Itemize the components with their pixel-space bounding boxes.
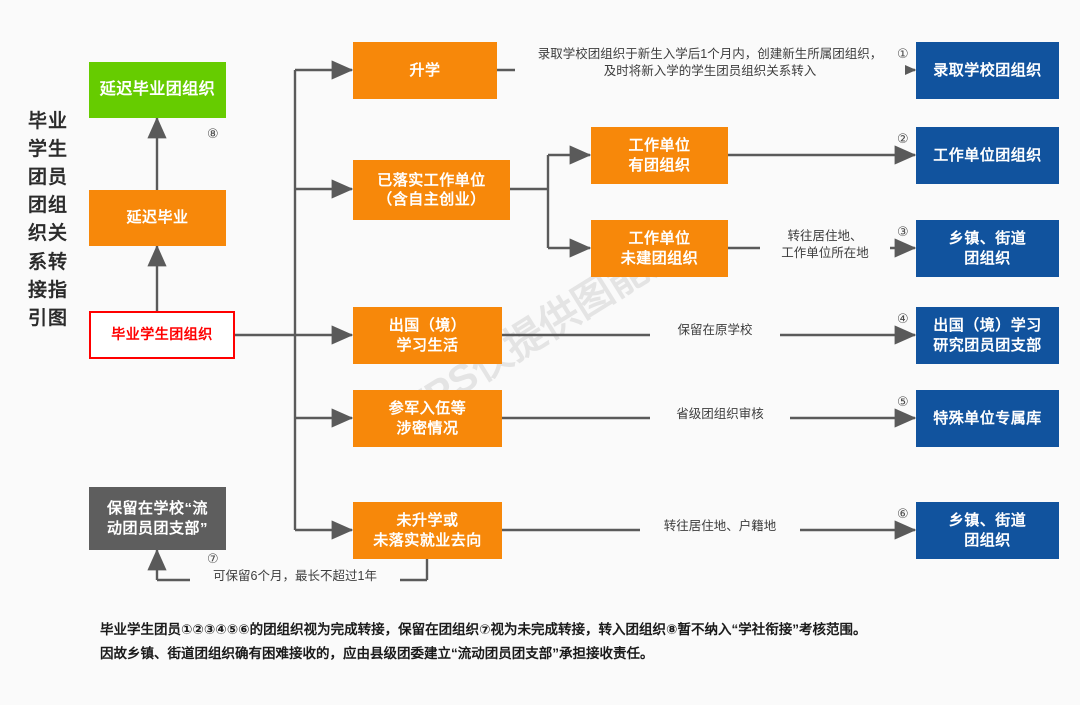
dest-work-unit-org[interactable]: 工作单位团组织 <box>916 127 1059 184</box>
node-employed-unit[interactable]: 已落实工作单位 （含自主创业） <box>353 160 510 220</box>
dest-admitting-school-org[interactable]: 录取学校团组织 <box>916 42 1059 99</box>
marker-2-icon: ② <box>897 131 909 146</box>
page-title: 毕业学生团员团组织关系转接指引图 <box>27 111 68 329</box>
node-unit-has-org[interactable]: 工作单位 有团组织 <box>591 127 728 184</box>
marker-6-icon: ⑥ <box>897 506 909 521</box>
marker-7-icon: ⑦ <box>207 551 219 566</box>
dest-township-street-org-1[interactable]: 乡镇、街道 团组织 <box>916 220 1059 277</box>
edge-label-provincial-review: 省级团组织审核 <box>650 406 790 423</box>
marker-3-icon: ③ <box>897 224 909 239</box>
dest-special-unit-pool[interactable]: 特殊单位专属库 <box>916 390 1059 447</box>
footer-note: 毕业学生团员①②③④⑤⑥的团组织视为完成转接，保留在团组织⑦视为未完成转接，转入… <box>100 622 867 661</box>
node-graduating-student-org[interactable]: 毕业学生团组织 <box>89 311 235 359</box>
dest-township-street-org-2[interactable]: 乡镇、街道 团组织 <box>916 502 1059 559</box>
marker-4-icon: ④ <box>897 311 909 326</box>
edge-label-to-township-2: 转往居住地、户籍地 <box>640 518 800 535</box>
node-study-abroad[interactable]: 出国（境） 学习生活 <box>353 307 502 364</box>
edge-label-retention-duration: 可保留6个月，最长不超过1年 <box>190 568 400 585</box>
node-unit-no-org[interactable]: 工作单位 未建团组织 <box>591 220 728 277</box>
node-further-study[interactable]: 升学 <box>353 42 497 99</box>
marker-1-icon: ① <box>897 46 909 61</box>
edge-label-to-admitting-school: 录取学校团组织于新生入学后1个月内，创建新生所属团组织， 及时将新入学的学生团员… <box>515 46 905 80</box>
node-delayed-graduation[interactable]: 延迟毕业 <box>89 190 226 246</box>
dest-abroad-branch[interactable]: 出国（境）学习 研究团员团支部 <box>916 307 1059 364</box>
node-military-service[interactable]: 参军入伍等 涉密情况 <box>353 390 502 447</box>
marker-8-icon: ⑧ <box>207 126 219 141</box>
node-retain-in-school-branch[interactable]: 保留在学校“流 动团员团支部” <box>89 487 226 550</box>
edge-label-to-township-1: 转往居住地、 工作单位所在地 <box>760 228 890 262</box>
edge-label-keep-at-original-school: 保留在原学校 <box>650 322 780 339</box>
marker-5-icon: ⑤ <box>897 394 909 409</box>
node-unplaced[interactable]: 未升学或 未落实就业去向 <box>353 502 502 559</box>
node-delayed-graduation-org[interactable]: 延迟毕业团组织 <box>89 62 226 118</box>
